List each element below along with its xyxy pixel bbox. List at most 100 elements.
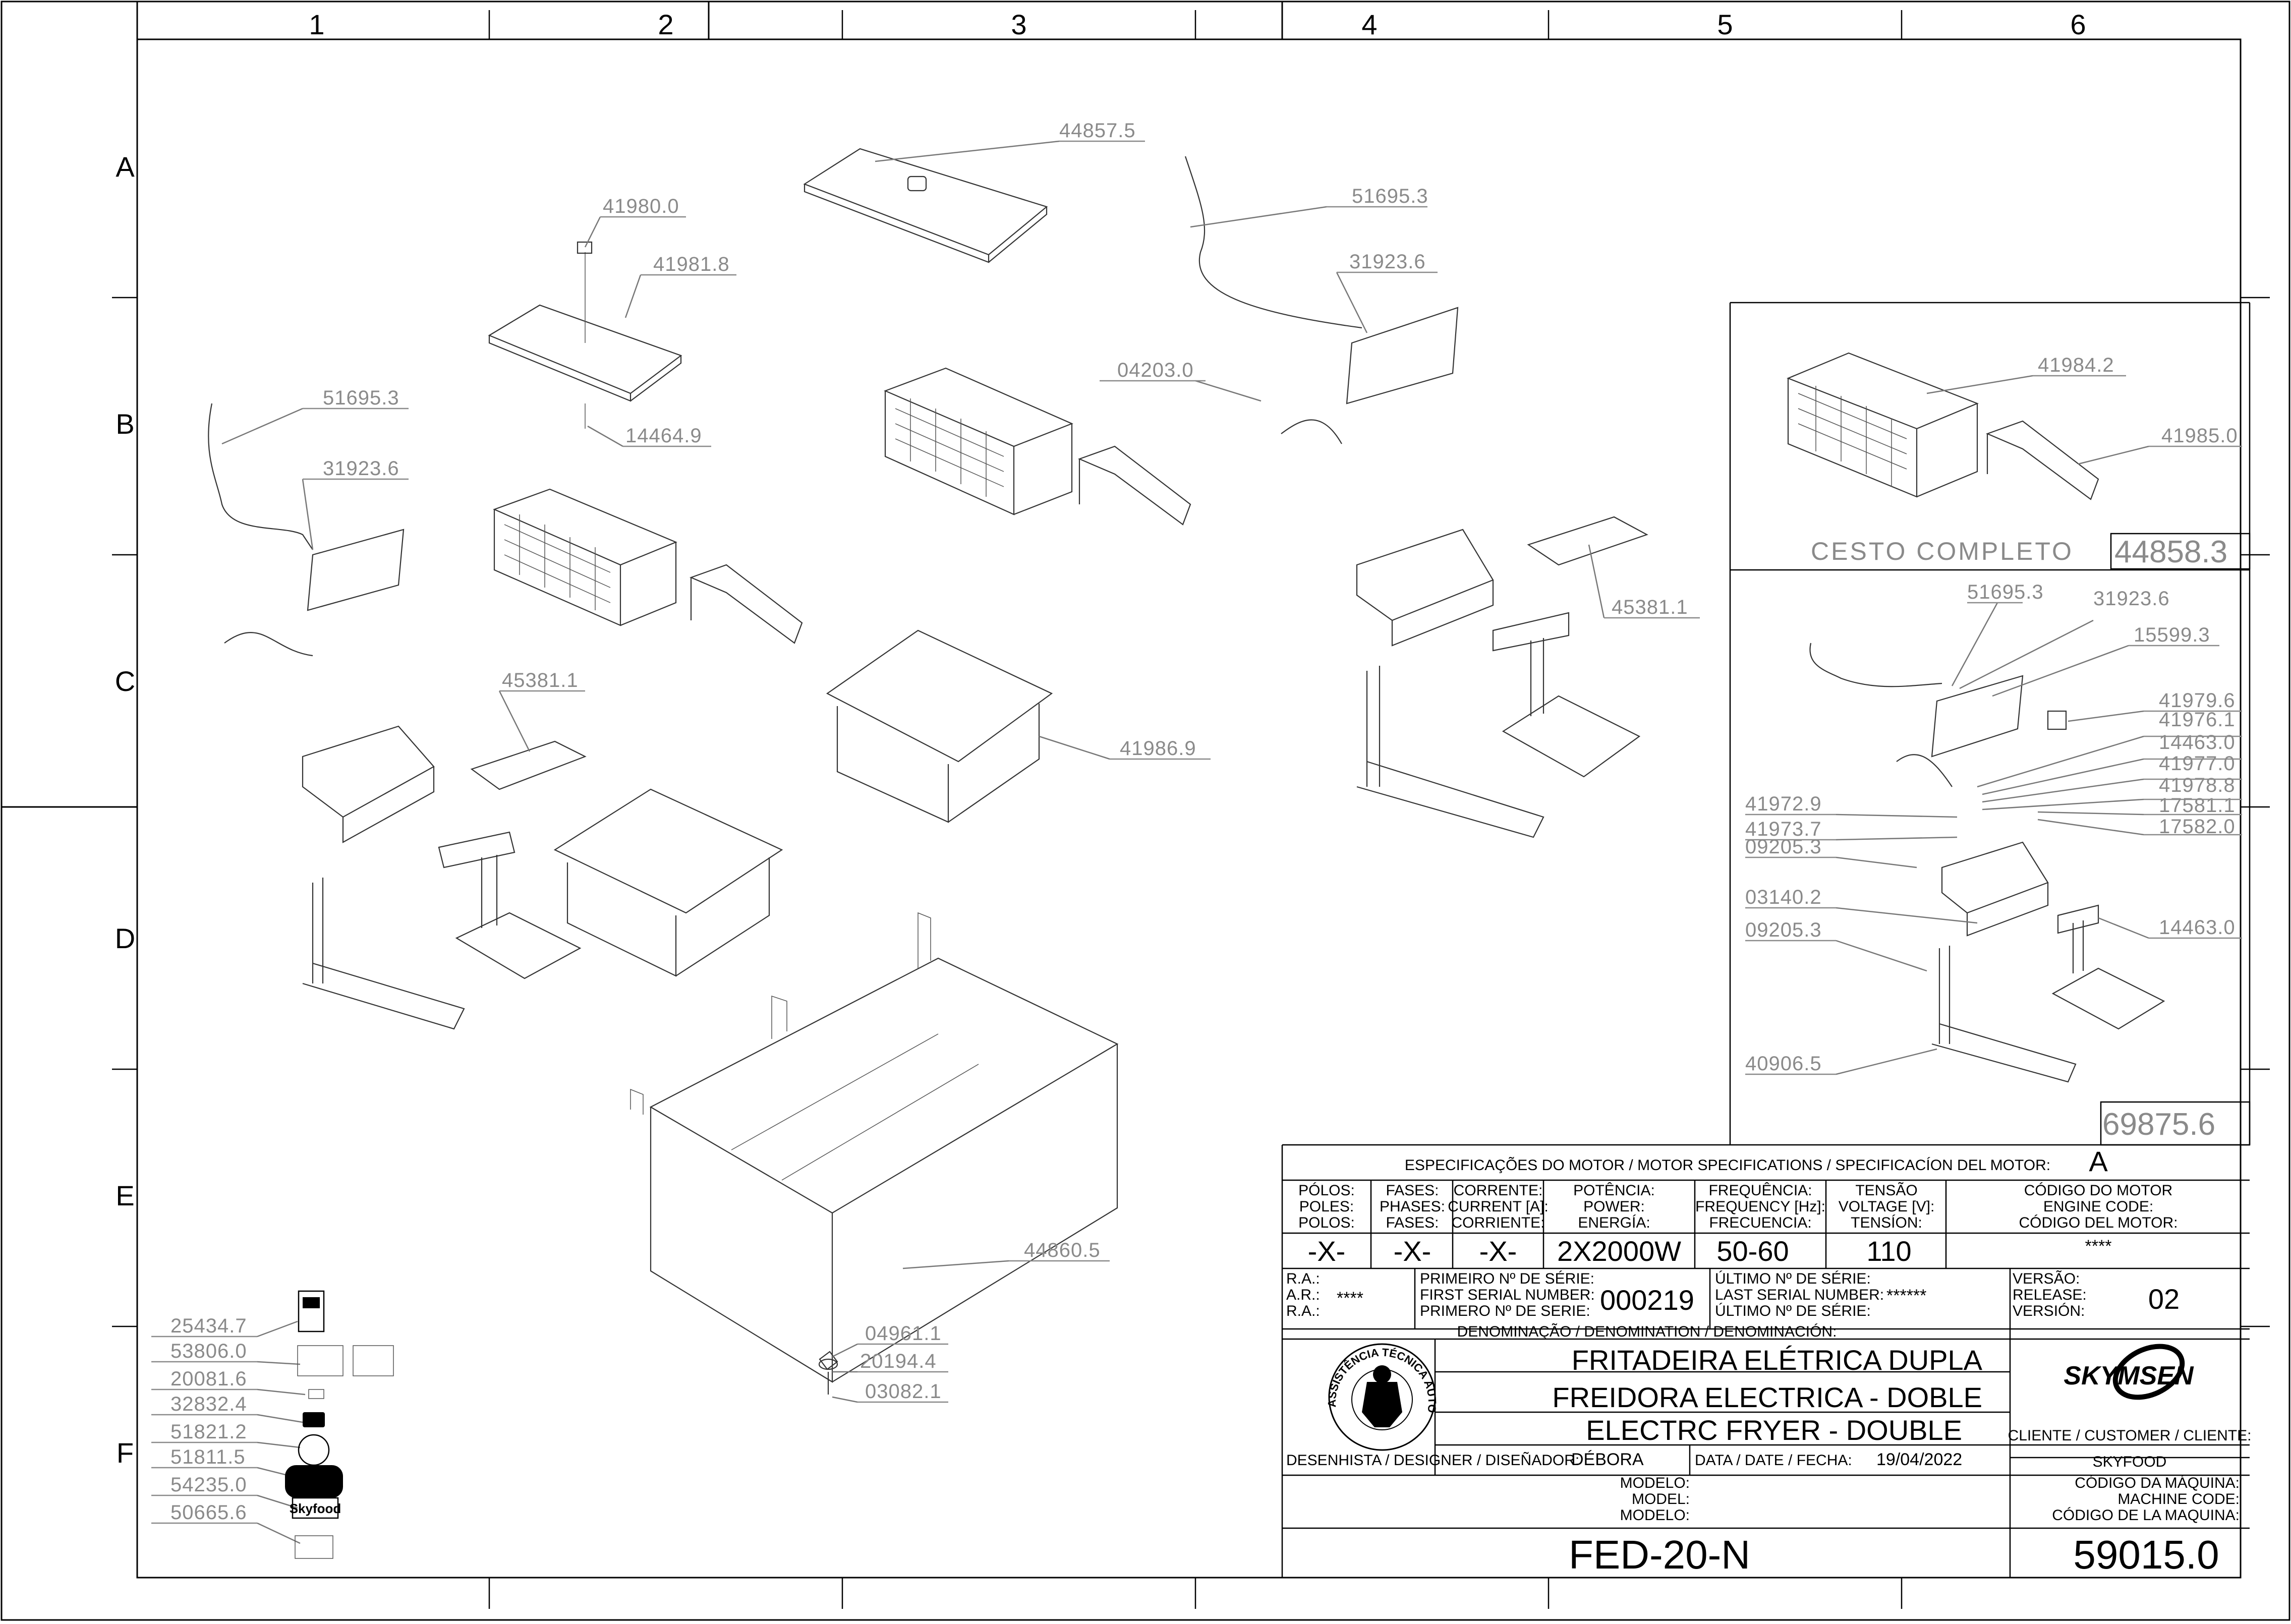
basket-complete-panel: 41984.2 41985.0 CESTO COMPLETO 44858.3 [1729,302,2251,1145]
model-label-es: MODELO: [1620,1507,1690,1524]
version-label-pt: VERSÃO: [2013,1270,2080,1287]
part-31923-6-left: 31923.6 [323,457,399,480]
voltage-value: 110 [1866,1235,1911,1267]
frequency-value: 50-60 [1716,1235,1789,1267]
part-31923-6-right: 31923.6 [1349,251,1426,273]
product-name-en: ELECTRC FRYER - DOUBLE [1586,1414,1962,1446]
brand-name: SKYMSEN [2064,1361,2194,1390]
engine-code-label-es: CÓDIGO DEL MOTOR: [2019,1214,2178,1231]
basket-complete-label: CESTO COMPLETO [1811,537,2074,565]
oil-pan-right-drawing [826,629,1053,823]
poles-label-es: POLOS: [1298,1214,1355,1231]
motor-spec-value: A [2089,1145,2108,1177]
detail-part-15599-3: 15599.3 [2134,624,2210,646]
part-41985-0: 41985.0 [2161,425,2238,447]
detail-part-40906-5: 40906.5 [1745,1053,1822,1075]
right-control-assembly-drawing [1184,156,1648,838]
oil-pan-left-drawing [553,788,783,977]
poles-label-en: POLES: [1299,1198,1354,1215]
frequency-label-pt: FREQUÊNCIA: [1708,1182,1812,1199]
rating-sticker-b-icon [353,1345,394,1376]
instruction-label-icon [295,1535,333,1559]
control-detail-panel: 51695.3 31923.6 15599.3 41979.6 41976.1 … [1745,581,2251,1146]
phases-label-en: PHASES: [1380,1198,1445,1215]
zone-row-f: F [117,1437,134,1469]
current-label-pt: CORRENTE: [1454,1182,1543,1199]
model-value: FED-20-N [1569,1532,1750,1577]
seal-text: ASSISTÊNCIA TÉCNICA AUTORIZADA [0,0,1439,1414]
version-label-es: VERSIÓN: [2013,1303,2085,1319]
part-45381-1-right: 45381.1 [1612,596,1688,618]
sticker-legend: 25434.7 53806.0 20081.6 32832.4 51821.2 … [170,1290,394,1559]
detail-part-31923-6: 31923.6 [2093,588,2170,610]
last-serial-label-pt: ÚLTIMO Nº DE SÉRIE: [1715,1270,1871,1287]
part-53806-0: 53806.0 [170,1340,247,1362]
voltage-label-es: TENSÍON: [1851,1214,1922,1231]
basket-center-drawing [884,367,1191,526]
date-value: 19/04/2022 [1876,1450,1962,1469]
power-value: 2X2000W [1557,1235,1681,1267]
phases-value: -X- [1394,1235,1431,1267]
zone-col-2: 2 [658,9,673,40]
denomination-label: DENOMINAÇÃO / DENOMINATION / DENOMINACIÓ… [1457,1323,1837,1340]
brand-sticker-text: Skyfood [290,1501,341,1516]
detail-part-03140-2: 03140.2 [1745,886,1822,908]
zone-row-d: D [115,922,135,954]
left-control-assembly-drawing [208,403,587,1030]
zone-row-b: B [116,408,134,440]
power-label-es: ENERGÍA: [1578,1214,1650,1231]
part-41986-9: 41986.9 [1120,737,1196,760]
motor-spec-header: ESPECIFICAÇÕES DO MOTOR / MOTOR SPECIFIC… [1405,1156,2050,1174]
part-03082-1: 03082.1 [865,1380,942,1403]
engine-code-value: **** [2085,1237,2112,1256]
designer-value: DÉBORA [1571,1450,1644,1469]
detail-part-51695-3: 51695.3 [1967,581,2044,603]
model-label-pt: MODELO: [1620,1475,1690,1491]
detail-part-41972-9: 41972.9 [1745,793,1822,815]
dial-label-icon [298,1434,330,1466]
ra-label-es: R.A.: [1286,1303,1320,1319]
detail-part-14463-0-b: 14463.0 [2159,916,2236,939]
zone-col-5: 5 [1717,9,1733,40]
frequency-label-es: FRECUENCIA: [1709,1214,1811,1231]
zone-column-labels: 1 2 3 4 5 6 [309,9,2086,40]
cabinet-drawing [630,912,1119,1383]
ra-label-pt: R.A.: [1286,1270,1320,1287]
voltage-label-pt: TENSÃO [1855,1182,1917,1199]
zone-row-e: E [116,1180,134,1211]
last-serial-label-en: LAST SERIAL NUMBER: [1715,1287,1884,1303]
basket-left-drawing [493,488,803,644]
machine-code-label-pt: CÓDIGO DA MÁQUINA: [2075,1475,2240,1491]
engine-code-label-en: ENGINE CODE: [2043,1198,2153,1215]
detail-part-17582-0: 17582.0 [2159,816,2236,838]
detail-part-09205-3-b: 09205.3 [1745,919,1822,941]
zone-col-4: 4 [1361,9,1377,40]
detail-part-41976-1: 41976.1 [2159,709,2236,731]
zone-row-a: A [116,151,135,183]
machine-code-label-en: MACHINE CODE: [2117,1491,2240,1507]
machine-code-label-es: CÓDIGO DE LA MAQUINA: [2052,1507,2240,1524]
zone-row-labels: A B C D E F [115,151,135,1469]
first-serial-label-es: PRIMERO Nº DE SERIE: [1420,1303,1590,1319]
part-20194-4: 20194.4 [860,1350,937,1372]
frequency-label-en: FREQUENCY [Hz]: [1695,1198,1825,1215]
client-value: SKYFOOD [2093,1454,2167,1470]
foot-drawing [819,1351,838,1395]
version-value: 02 [2148,1283,2180,1315]
ra-value: **** [1337,1289,1363,1308]
product-name-pt: FRITADEIRA ELÉTRICA DUPLA [1572,1344,1983,1376]
first-serial-value: 000219 [1600,1284,1694,1316]
first-serial-label-en: FIRST SERIAL NUMBER: [1420,1287,1595,1303]
small-label-icon [308,1389,324,1399]
power-label-en: POWER: [1583,1198,1645,1215]
engine-code-label-pt: CÓDIGO DO MOTOR [2024,1182,2172,1199]
detail-part-14463-0-a: 14463.0 [2159,731,2236,753]
current-label-en: CURRENT [A]: [1448,1198,1548,1215]
part-04203-0: 04203.0 [1117,359,1194,381]
part-14464-9: 14464.9 [625,425,702,447]
version-label-en: RELEASE: [2013,1287,2087,1303]
phases-label-es: FASES: [1386,1214,1439,1231]
title-block: ESPECIFICAÇÕES DO MOTOR / MOTOR SPECIFIC… [0,0,2251,1578]
part-51695-3-right: 51695.3 [1352,185,1428,207]
